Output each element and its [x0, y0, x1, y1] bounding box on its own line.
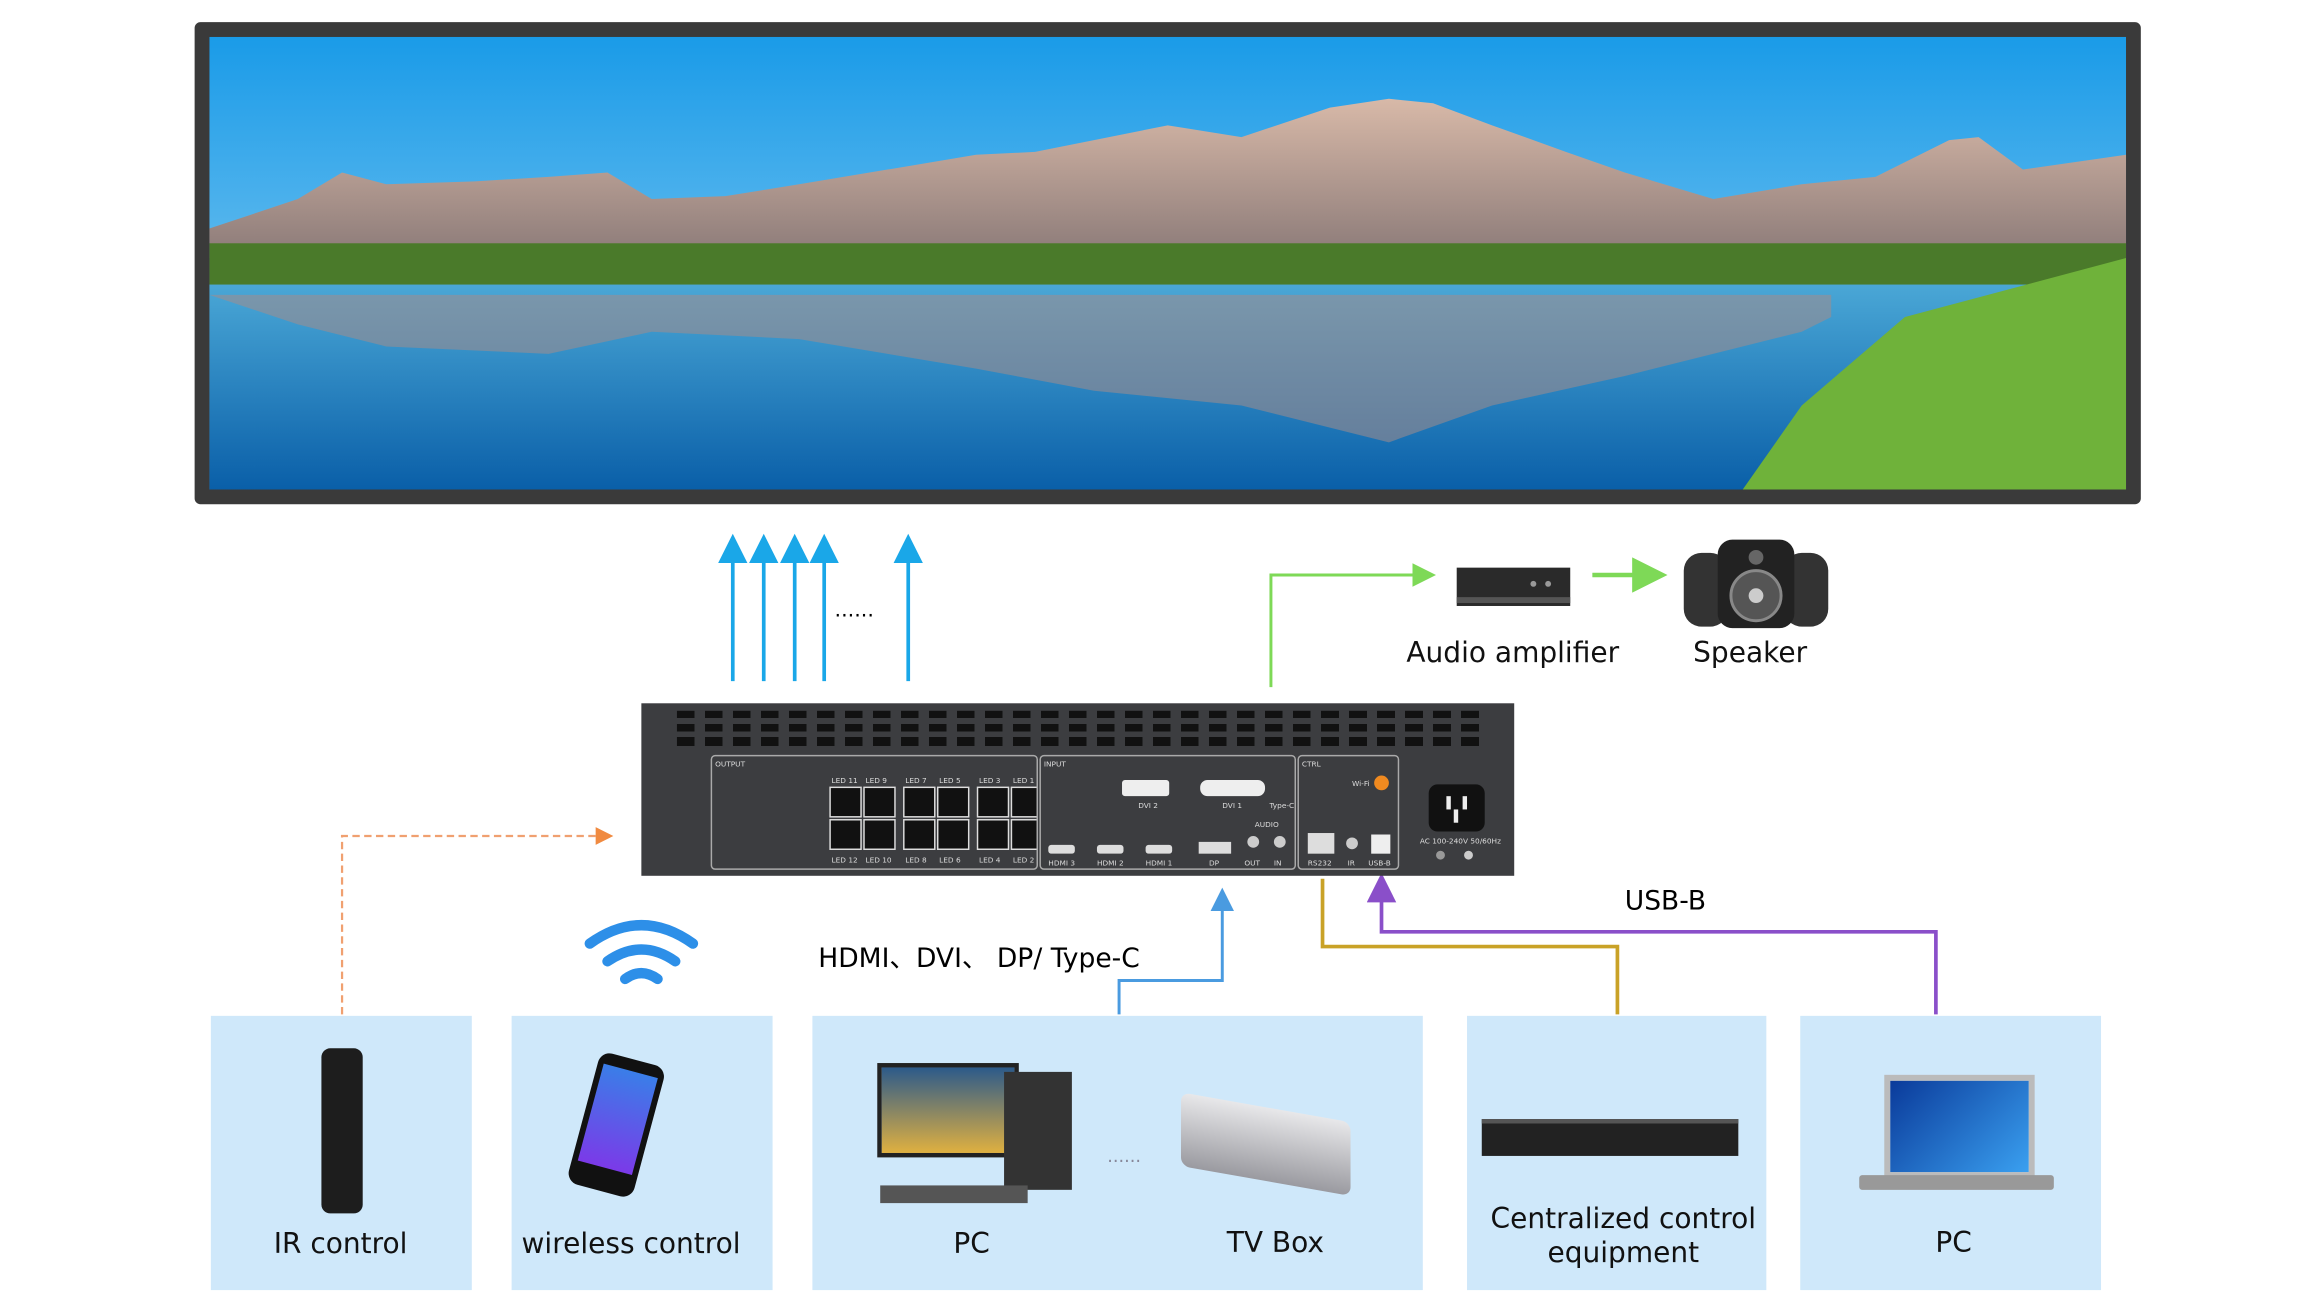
- pc-monitor-icon: [877, 1063, 1019, 1158]
- led-output-port: [863, 786, 896, 818]
- dvi1-port: [1200, 779, 1266, 797]
- led-output-port: [976, 786, 1010, 818]
- pc-laptop-box: [1800, 1015, 2102, 1291]
- led-port-label: LED 10: [865, 856, 891, 865]
- source-label: IR control: [273, 1228, 408, 1261]
- vent-grille: [676, 710, 1481, 747]
- svg-text:DP: DP: [1209, 858, 1220, 867]
- audio-amplifier-label: Audio amplifier: [1406, 636, 1620, 670]
- audio-amplifier-icon: [1456, 567, 1571, 606]
- svg-text:RS232: RS232: [1308, 858, 1332, 867]
- output-panel: OUTPUT LED 11 LED 12 LED 9 LED 10 LED 7 LED 8…: [710, 754, 1038, 870]
- led-port-label: LED 9: [865, 776, 887, 785]
- led-output-port: [903, 819, 936, 850]
- source-label: PC: [953, 1228, 990, 1261]
- tv-box-icon: [1180, 1092, 1351, 1196]
- svg-text:HDMI 2: HDMI 2: [1097, 858, 1124, 867]
- led-port-label: LED 11: [832, 776, 858, 785]
- video-processor-device: OUTPUT LED 11 LED 12 LED 9 LED 10 LED 7 LED 8…: [641, 703, 1515, 876]
- led-output-port: [976, 819, 1010, 850]
- svg-text:CTRL: CTRL: [1302, 760, 1322, 769]
- led-port-label: LED 5: [939, 776, 961, 785]
- output-ellipsis: ......: [834, 598, 874, 623]
- led-port-label: LED 3: [979, 776, 1001, 785]
- pc-tower-icon: [1004, 1071, 1072, 1190]
- source-label: wireless control: [521, 1228, 741, 1261]
- led-output-port: [829, 819, 862, 850]
- dvi2-port: [1122, 779, 1170, 797]
- power-socket: AC 100-240V 50/60Hz: [1420, 784, 1501, 860]
- pc-ellipsis: ......: [1107, 1145, 1142, 1167]
- source-label: Centralized control equipment: [1490, 1203, 1757, 1270]
- svg-text:DVI 1: DVI 1: [1222, 801, 1242, 810]
- video-source-box: ......: [812, 1015, 1423, 1291]
- remote-icon: [321, 1048, 363, 1214]
- source-label: TV Box: [1226, 1226, 1324, 1260]
- led-port-label: LED 7: [905, 776, 927, 785]
- control-equipment-icon: [1481, 1119, 1739, 1156]
- led-display: [194, 22, 2141, 505]
- ir-control-box: [210, 1015, 472, 1291]
- svg-text:IR: IR: [1348, 858, 1355, 867]
- input-label: INPUT: [1044, 760, 1067, 769]
- usb-label: USB-B: [1624, 886, 1707, 918]
- landscape-image: [209, 36, 2127, 490]
- led-port-label: LED 6: [939, 856, 961, 865]
- svg-text:DVI 2: DVI 2: [1138, 801, 1158, 810]
- speaker-label: Speaker: [1693, 636, 1808, 670]
- ctrl-panel: CTRL Wi-Fi RS232 IR USB-B: [1297, 754, 1400, 870]
- video-inputs-label: HDMI、DVI、 DP/ Type-C: [818, 943, 1140, 975]
- svg-text:HDMI 1: HDMI 1: [1146, 858, 1173, 867]
- svg-text:HDMI 3: HDMI 3: [1048, 858, 1075, 867]
- output-arrows: [718, 533, 923, 682]
- speaker-icon: [1683, 539, 1829, 629]
- led-output-port: [829, 786, 862, 818]
- led-output-port: [936, 786, 970, 818]
- led-port-label: LED 8: [905, 856, 927, 865]
- input-panel: INPUT DVI 2 DVI 1 Type-C AUDIO HDMI 3 HDM…: [1039, 754, 1296, 870]
- led-output-port: [1010, 819, 1037, 850]
- svg-text:AUDIO: AUDIO: [1255, 820, 1279, 829]
- wireless-control-box: [511, 1015, 773, 1291]
- svg-text:Type-C: Type-C: [1268, 801, 1294, 810]
- svg-text:AC 100-240V 50/60Hz: AC 100-240V 50/60Hz: [1420, 836, 1501, 845]
- centralized-control-box: [1467, 1015, 1767, 1291]
- source-label: PC: [1935, 1226, 1972, 1260]
- svg-text:OUT: OUT: [1244, 858, 1260, 867]
- laptop-icon: [1884, 1074, 2035, 1179]
- smartphone-icon: [565, 1050, 667, 1200]
- wifi-icon: [584, 920, 699, 985]
- svg-text:IN: IN: [1274, 858, 1282, 867]
- led-port-label: LED 12: [832, 856, 858, 865]
- keyboard-icon: [880, 1185, 1028, 1204]
- led-output-port: [863, 819, 896, 850]
- led-port-label: LED 4: [979, 856, 1001, 865]
- led-output-port: [1010, 786, 1037, 818]
- svg-text:USB-B: USB-B: [1368, 858, 1391, 867]
- output-label: OUTPUT: [715, 760, 745, 769]
- laptop-base: [1859, 1175, 2054, 1190]
- led-output-port: [903, 786, 936, 818]
- led-output-port: [936, 819, 970, 850]
- led-port-label: LED 2: [1013, 856, 1034, 865]
- svg-text:Wi-Fi: Wi-Fi: [1352, 779, 1370, 788]
- led-port-label: LED 1: [1013, 776, 1034, 785]
